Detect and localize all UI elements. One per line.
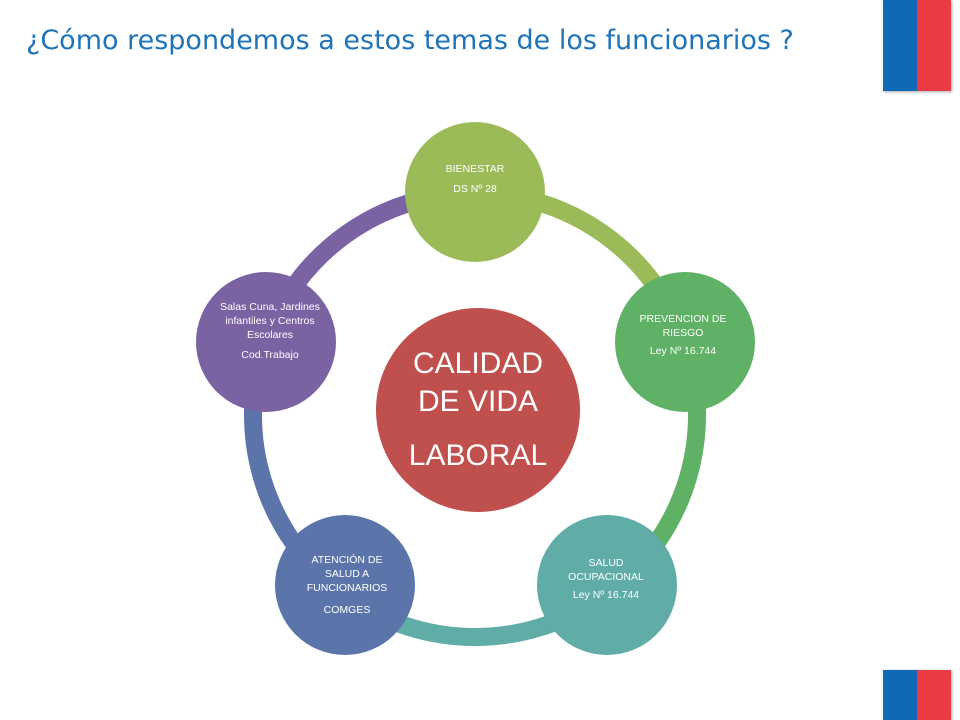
node-atencion-salud-text: ATENCIÓN DE SALUD A FUNCIONARIOS COMGES (290, 553, 404, 623)
node-label: BIENESTAR (445, 163, 505, 175)
center-line-2: DE VIDA (417, 385, 539, 418)
node-label: PREVENCION DE RIESGO (639, 313, 727, 339)
node-label: ATENCIÓN DE SALUD A FUNCIONARIOS (306, 554, 388, 594)
node-circle (405, 122, 545, 262)
node-salas-cuna-text: Salas Cuna, Jardines infantiles y Centro… (208, 300, 332, 384)
flag-blue-stripe (883, 670, 917, 720)
chile-flag-top (883, 0, 951, 91)
node-circle (615, 272, 755, 412)
node-sub: DS Nº 28 (453, 183, 497, 195)
node-sub: Ley Nº 16.744 (572, 589, 640, 601)
center-line-3: LABORAL (408, 439, 548, 472)
node-circle (275, 515, 415, 655)
flag-red-stripe (917, 670, 951, 720)
center-circle (376, 308, 580, 512)
node-label: SALUD OCUPACIONAL (568, 557, 644, 583)
flag-red-stripe (917, 0, 951, 91)
center-line-1: CALIDAD (412, 347, 544, 380)
page-title: ¿Cómo respondemos a estos temas de los f… (26, 25, 794, 56)
node-sub: Ley Nº 16.744 (649, 345, 717, 357)
flag-blue-stripe (883, 0, 917, 91)
node-sub: COMGES (323, 604, 371, 616)
node-label: Salas Cuna, Jardines infantiles y Centro… (220, 301, 320, 341)
node-circle (196, 272, 336, 412)
node-circle (537, 515, 677, 655)
chile-flag-bottom (883, 670, 951, 720)
node-sub: Cod.Trabajo (241, 349, 299, 361)
node-prevencion-text: PREVENCION DE RIESGO Ley Nº 16.744 (622, 312, 744, 372)
node-salud-ocupacional-text: SALUD OCUPACIONAL Ley Nº 16.744 (548, 556, 664, 616)
node-bienestar-text: BIENESTAR DS Nº 28 (416, 162, 534, 222)
center-label: CALIDAD DE VIDA LABORAL (376, 308, 580, 512)
